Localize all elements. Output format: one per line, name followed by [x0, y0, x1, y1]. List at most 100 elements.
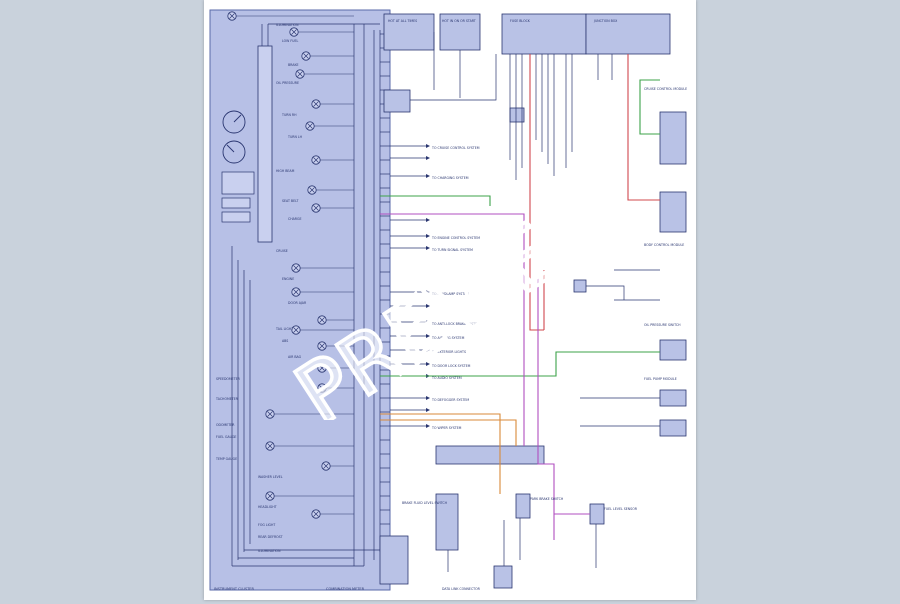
left-item-label: SPEEDOMETER	[216, 377, 241, 381]
wire-red-2	[529, 54, 545, 331]
system-label: TO WIPER SYSTEM	[431, 426, 462, 430]
top-box-label-1: HOT AT ALL TIMES	[388, 19, 417, 23]
left-item-label: TEMP GAUGE	[215, 457, 237, 461]
bulb-symbol	[311, 203, 354, 213]
bottom-left-box	[379, 535, 409, 585]
left-item-label: REAR DEFROST	[258, 535, 283, 539]
bulb-symbol	[321, 461, 354, 471]
signal-arrow	[426, 156, 430, 160]
bottom-box-1	[435, 493, 459, 551]
signal-arrow	[426, 424, 430, 428]
bottom-box-2	[515, 493, 531, 519]
left-item-label: CRUISE	[276, 249, 288, 253]
bulb-symbol	[295, 69, 354, 79]
fuel-gauge-box	[221, 197, 251, 209]
center-bus-wires	[410, 32, 660, 572]
colored-wires	[380, 54, 660, 540]
left-item-label: OIL PRESSURE	[276, 81, 299, 85]
signal-arrow	[426, 362, 430, 366]
system-label: TO AUDIO SYSTEM	[431, 376, 462, 380]
bulb-symbol	[311, 99, 354, 109]
right-box-2	[659, 191, 687, 233]
left-item-label: BRAKE	[288, 63, 299, 67]
signal-arrow	[426, 334, 430, 338]
wire-green-1	[639, 79, 660, 135]
signal-arrow	[426, 246, 430, 250]
temp-gauge-box	[221, 211, 251, 223]
wiring-diagram-sheet: INSTRUMENT CLUSTER COMBINATION METER	[204, 0, 696, 600]
signal-arrow	[426, 408, 430, 412]
bulb-symbol	[265, 441, 354, 451]
system-label: TO CRUISE CONTROL SYSTEM	[431, 146, 480, 150]
bulb-symbol	[301, 51, 354, 61]
top-box-label-4: JUNCTION BOX	[593, 19, 618, 23]
right-box-4	[659, 389, 687, 407]
right-label-3: OIL PRESSURE SWITCH	[644, 323, 681, 327]
signal-arrow	[426, 290, 430, 294]
bottom-box-3	[589, 503, 605, 525]
system-label: TO ENGINE CONTROL SYSTEM	[431, 236, 480, 240]
signal-arrow	[426, 304, 430, 308]
mid-small-box	[573, 279, 587, 293]
wire-orange-1	[380, 413, 517, 494]
left-item-label: TACHOMETER	[215, 397, 239, 401]
bulb-symbol	[265, 491, 354, 501]
bulb-symbol	[317, 363, 354, 373]
left-item-label: HEADLIGHT	[258, 505, 277, 509]
signal-arrow	[426, 396, 430, 400]
system-label: TO DEFOGGER SYSTEM	[431, 398, 469, 402]
signal-arrow	[426, 218, 430, 222]
system-label: TO CHARGING SYSTEM	[431, 176, 469, 180]
right-box-5	[659, 419, 687, 437]
system-label: TO EXTERIOR LIGHTS	[431, 350, 466, 354]
bulb-symbol	[227, 11, 354, 21]
system-label: TO HEADLAMP SYSTEM	[431, 292, 469, 296]
right-box-1	[659, 111, 687, 165]
left-item-label: WASHER LEVEL	[258, 475, 283, 479]
wire-purple-1	[380, 213, 525, 446]
left-item-label: FUEL GAUGE	[216, 435, 236, 439]
left-item-label: AIR BAG	[288, 355, 302, 359]
bottom-bus-box	[435, 445, 545, 465]
instrument-panel-block	[209, 9, 391, 591]
signal-arrow	[426, 320, 430, 324]
bulb-symbol	[291, 287, 354, 297]
left-item-label: TURN LH	[287, 135, 303, 139]
left-item-label: LOW FUEL	[282, 39, 299, 43]
left-item-label: TAIL LIGHT	[275, 327, 293, 331]
bulb-symbol	[265, 409, 354, 419]
bulb-symbol	[311, 155, 354, 165]
indicator-bulbs	[227, 11, 354, 519]
side-box-1	[383, 89, 411, 113]
panel-connector-strip	[257, 45, 273, 243]
left-item-label: HIGH BEAM	[276, 169, 295, 173]
bulb-symbol	[289, 27, 354, 37]
top-box-label-2: HOT IN ON OR START	[442, 19, 476, 23]
bulb-symbol	[311, 509, 354, 519]
system-label: TO TURN SIGNAL SYSTEM	[431, 248, 473, 252]
gauge-group	[222, 110, 246, 164]
bottom-label-4: DATA LINK CONNECTOR	[442, 587, 481, 591]
top-box-4	[585, 13, 671, 55]
bottom-label-2: PARK BRAKE SWITCH	[530, 497, 564, 501]
panel-bottom-label: COMBINATION METER	[326, 587, 365, 591]
tachometer-gauge	[222, 140, 246, 164]
speedometer-gauge	[222, 110, 246, 134]
right-label-4: FUEL PUMP MODULE	[644, 377, 677, 381]
right-box-3	[659, 339, 687, 361]
top-box-3	[501, 13, 587, 55]
bulb-symbol	[317, 383, 354, 393]
left-item-label: ABS	[282, 339, 288, 343]
wire-purple-2	[537, 278, 590, 540]
wire-green-2	[380, 195, 660, 377]
panel-bus-lines	[231, 23, 381, 567]
bottom-label-3: FUEL LEVEL SENSOR	[604, 507, 638, 511]
left-item-label: SEAT BELT	[282, 199, 298, 203]
bulb-symbol	[317, 315, 354, 325]
bulb-symbol	[305, 121, 354, 131]
wiring-diagram: INSTRUMENT CLUSTER COMBINATION METER	[209, 9, 687, 591]
signal-arrow	[426, 234, 430, 238]
left-item-label: TURN RH	[281, 113, 297, 117]
